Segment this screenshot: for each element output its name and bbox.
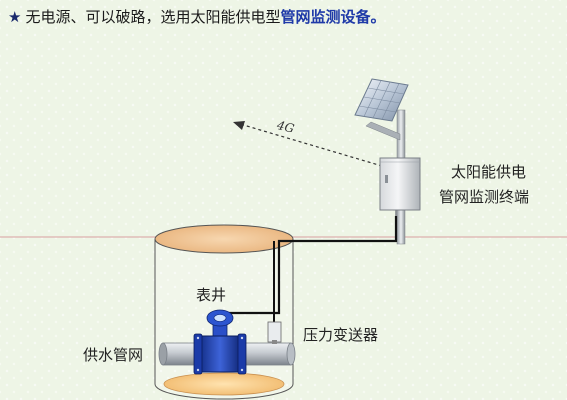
flow-meter-icon [193, 309, 247, 375]
slide-heading: ★无电源、可以破路，选用太阳能供电型管网监测设备。 [8, 4, 385, 30]
pressure-sensor-icon [267, 321, 282, 344]
heading-accent-text: 管网监测设备。 [280, 8, 386, 26]
terminal-box-icon [379, 157, 421, 216]
panel-bracket [365, 121, 401, 141]
well-label: 表井 [196, 286, 227, 304]
solar-panel-icon [354, 78, 409, 122]
heading-text: 无电源、可以破路，选用太阳能供电型 [25, 8, 281, 26]
terminal-label-line1: 太阳能供电 [451, 163, 527, 181]
signal-arrow [233, 121, 383, 167]
signal-cable [226, 216, 398, 315]
terminal-label-line2: 管网监测终端 [439, 188, 530, 206]
pipe-label: 供水管网 [83, 346, 144, 364]
pressure-transmitter-label: 压力变送器 [303, 326, 379, 344]
star-icon: ★ [8, 8, 22, 26]
